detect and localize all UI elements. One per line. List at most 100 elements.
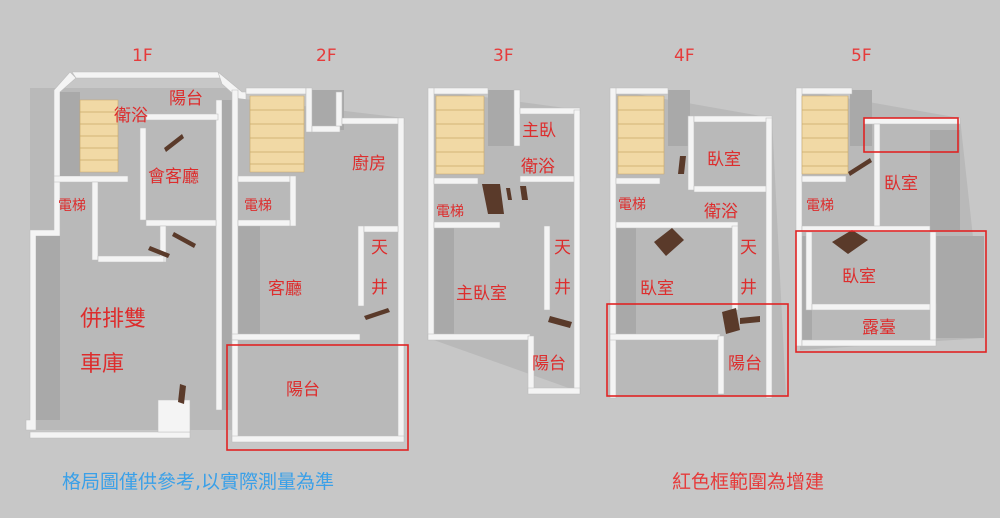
- floor-2f-well-label-2: 井: [371, 278, 388, 298]
- disclaimer-note: 格局圖僅供參考,以實際測量為準: [62, 471, 334, 493]
- floor-4f-bedroom-main-label: 臥室: [640, 279, 674, 299]
- floor-1f: 1F 衛浴 陽台 會客廳 電梯 併排雙 車庫: [25, 46, 247, 439]
- floor-3f-well-label-2: 井: [554, 278, 571, 298]
- floor-4f-door-4: [740, 316, 760, 324]
- floor-4f-door-1: [654, 228, 684, 256]
- floor-4f-addition-frame: [606, 303, 789, 397]
- floor-4f: 4F 臥室 衛浴 電梯 臥室 天 井 陽台: [606, 46, 789, 399]
- floor-2f-shade-left: [236, 226, 260, 338]
- floor-4f-wall-top-2: [693, 115, 773, 123]
- floor-1f-partition-5: [145, 219, 217, 227]
- floor-4f-door-2: [678, 156, 686, 174]
- floor-3f-balcony-label: 陽台: [532, 354, 566, 374]
- floor-4f-shade-top: [668, 90, 690, 146]
- floor-3f-partition-4: [543, 225, 551, 311]
- floor-5f-door-1: [848, 158, 872, 176]
- floor-1f-garage-label-2: 車庫: [80, 352, 124, 377]
- floor-1f-shade-left: [36, 236, 60, 420]
- floor-3f-wall-top-2: [513, 89, 521, 147]
- floor-1f-elevator-label: 電梯: [58, 198, 86, 214]
- floor-3f-shade-top: [488, 90, 518, 146]
- floor-5f-wall-left: [795, 87, 803, 347]
- floor-2f-kitchen-label: 廚房: [352, 153, 386, 174]
- floor-4f-well-label-1: 天: [740, 238, 757, 258]
- floor-4f-bedroom-top-label: 臥室: [707, 150, 741, 170]
- floor-3f-well-label-1: 天: [554, 238, 571, 258]
- floor-1f-door-1: [164, 134, 184, 152]
- floor-1f-bath-label: 衛浴: [114, 106, 148, 126]
- floor-5f-wall-bottom: [801, 339, 937, 347]
- floor-2f-elevator-label: 電梯: [244, 198, 272, 214]
- floor-4f-partition-5: [731, 225, 739, 311]
- floor-2f-wall-top-1: [245, 87, 307, 95]
- floor-2f: 2F 廚房 電梯 客廳 天 井 陽台: [226, 46, 409, 451]
- floor-5f-shade-right: [936, 236, 984, 338]
- floor-5f-wall-top-2: [863, 117, 961, 125]
- floor-4f-stairs: [617, 95, 665, 175]
- floor-5f-partition-1: [873, 123, 881, 231]
- floor-4f-shade-left: [614, 226, 636, 336]
- floor-2f-well-label-1: 天: [371, 238, 388, 258]
- floor-1f-wall-bottom: [29, 431, 191, 439]
- floor-4f-balcony-label: 陽台: [728, 354, 762, 374]
- floor-3f: 3F 主臥 衛浴 電梯 主臥室 天 井 陽台: [427, 46, 581, 395]
- floor-4f-partition-1: [687, 115, 695, 191]
- floor-4f-wall-right: [765, 117, 773, 399]
- floor-3f-door-1: [482, 184, 504, 214]
- floor-4f-partition-2: [615, 177, 661, 185]
- floor-1f-balcony-label: 陽台: [169, 89, 203, 109]
- floor-4f-title: 4F: [674, 46, 695, 66]
- floor-1f-partition-8: [157, 399, 191, 433]
- floor-1f-door-3: [148, 246, 170, 258]
- floor-5f: 5F 臥室 電梯 臥室 露臺: [795, 46, 987, 353]
- floor-1f-partition-3: [139, 127, 147, 221]
- floor-2f-wall-left-lower: [231, 339, 239, 441]
- floor-1f-living-label: 會客廳: [148, 167, 199, 187]
- floor-4f-elevator-label: 電梯: [618, 197, 646, 213]
- floor-1f-partition-1: [53, 175, 129, 183]
- floor-3f-partition-1: [433, 177, 479, 185]
- floor-3f-wall-right: [573, 109, 581, 395]
- floor-3f-door-3: [520, 186, 528, 200]
- floor-5f-addition-frame-top: [863, 117, 959, 153]
- floor-4f-wall-left: [609, 87, 617, 399]
- floor-1f-wall-right: [215, 99, 223, 411]
- floor-4f-well-label-2: 井: [740, 278, 757, 298]
- floor-5f-title: 5F: [851, 46, 872, 66]
- floor-1f-door-4: [178, 384, 186, 404]
- floor-1f-garage-label-1: 併排雙: [80, 307, 146, 332]
- floor-2f-partition-4: [357, 225, 365, 307]
- floor-2f-wall-top-2: [305, 87, 313, 133]
- floor-3f-door-4: [548, 316, 572, 328]
- floor-3f-partition-2: [433, 221, 501, 229]
- floor-2f-wall-top-5: [341, 117, 405, 125]
- floor-3f-title: 3F: [493, 46, 514, 66]
- floor-3f-shade-left: [432, 228, 454, 334]
- floor-5f-bedroom-main-label: 臥室: [842, 267, 876, 287]
- floor-4f-partition-3: [615, 221, 739, 229]
- floor-5f-partition-6: [929, 231, 937, 345]
- floor-3f-master-label-1: 主臥: [522, 121, 556, 141]
- floor-1f-door-2: [172, 232, 196, 248]
- floor-5f-door-2: [832, 230, 868, 254]
- floor-3f-master-room-label: 主臥室: [456, 284, 507, 304]
- floor-1f-title: 1F: [132, 46, 153, 66]
- floor-5f-shade-top: [850, 90, 872, 146]
- floor-2f-base: [236, 98, 404, 438]
- floor-2f-partition-6: [231, 333, 361, 341]
- floor-4f-wall-top-1: [613, 87, 669, 95]
- floor-2f-wall-top-3: [311, 125, 341, 133]
- floor-2f-partition-1: [237, 175, 291, 183]
- floor-2f-shade-top: [310, 90, 344, 130]
- floor-5f-addition-frame-main: [795, 230, 987, 353]
- floor-2f-wall-top-4: [335, 91, 343, 127]
- floor-4f-partition-6: [609, 333, 721, 341]
- floor-2f-wall-right: [397, 117, 405, 439]
- floor-2f-wall-bottom: [231, 435, 405, 443]
- floor-5f-partition-5: [811, 303, 937, 311]
- floor-2f-balcony-label: 陽台: [286, 380, 320, 400]
- floor-5f-terrace-label: 露臺: [862, 318, 896, 338]
- floor-1f-partition-7: [97, 255, 165, 263]
- floor-2f-living-label: 客廳: [268, 279, 302, 299]
- floor-5f-wall-top-1: [795, 87, 853, 95]
